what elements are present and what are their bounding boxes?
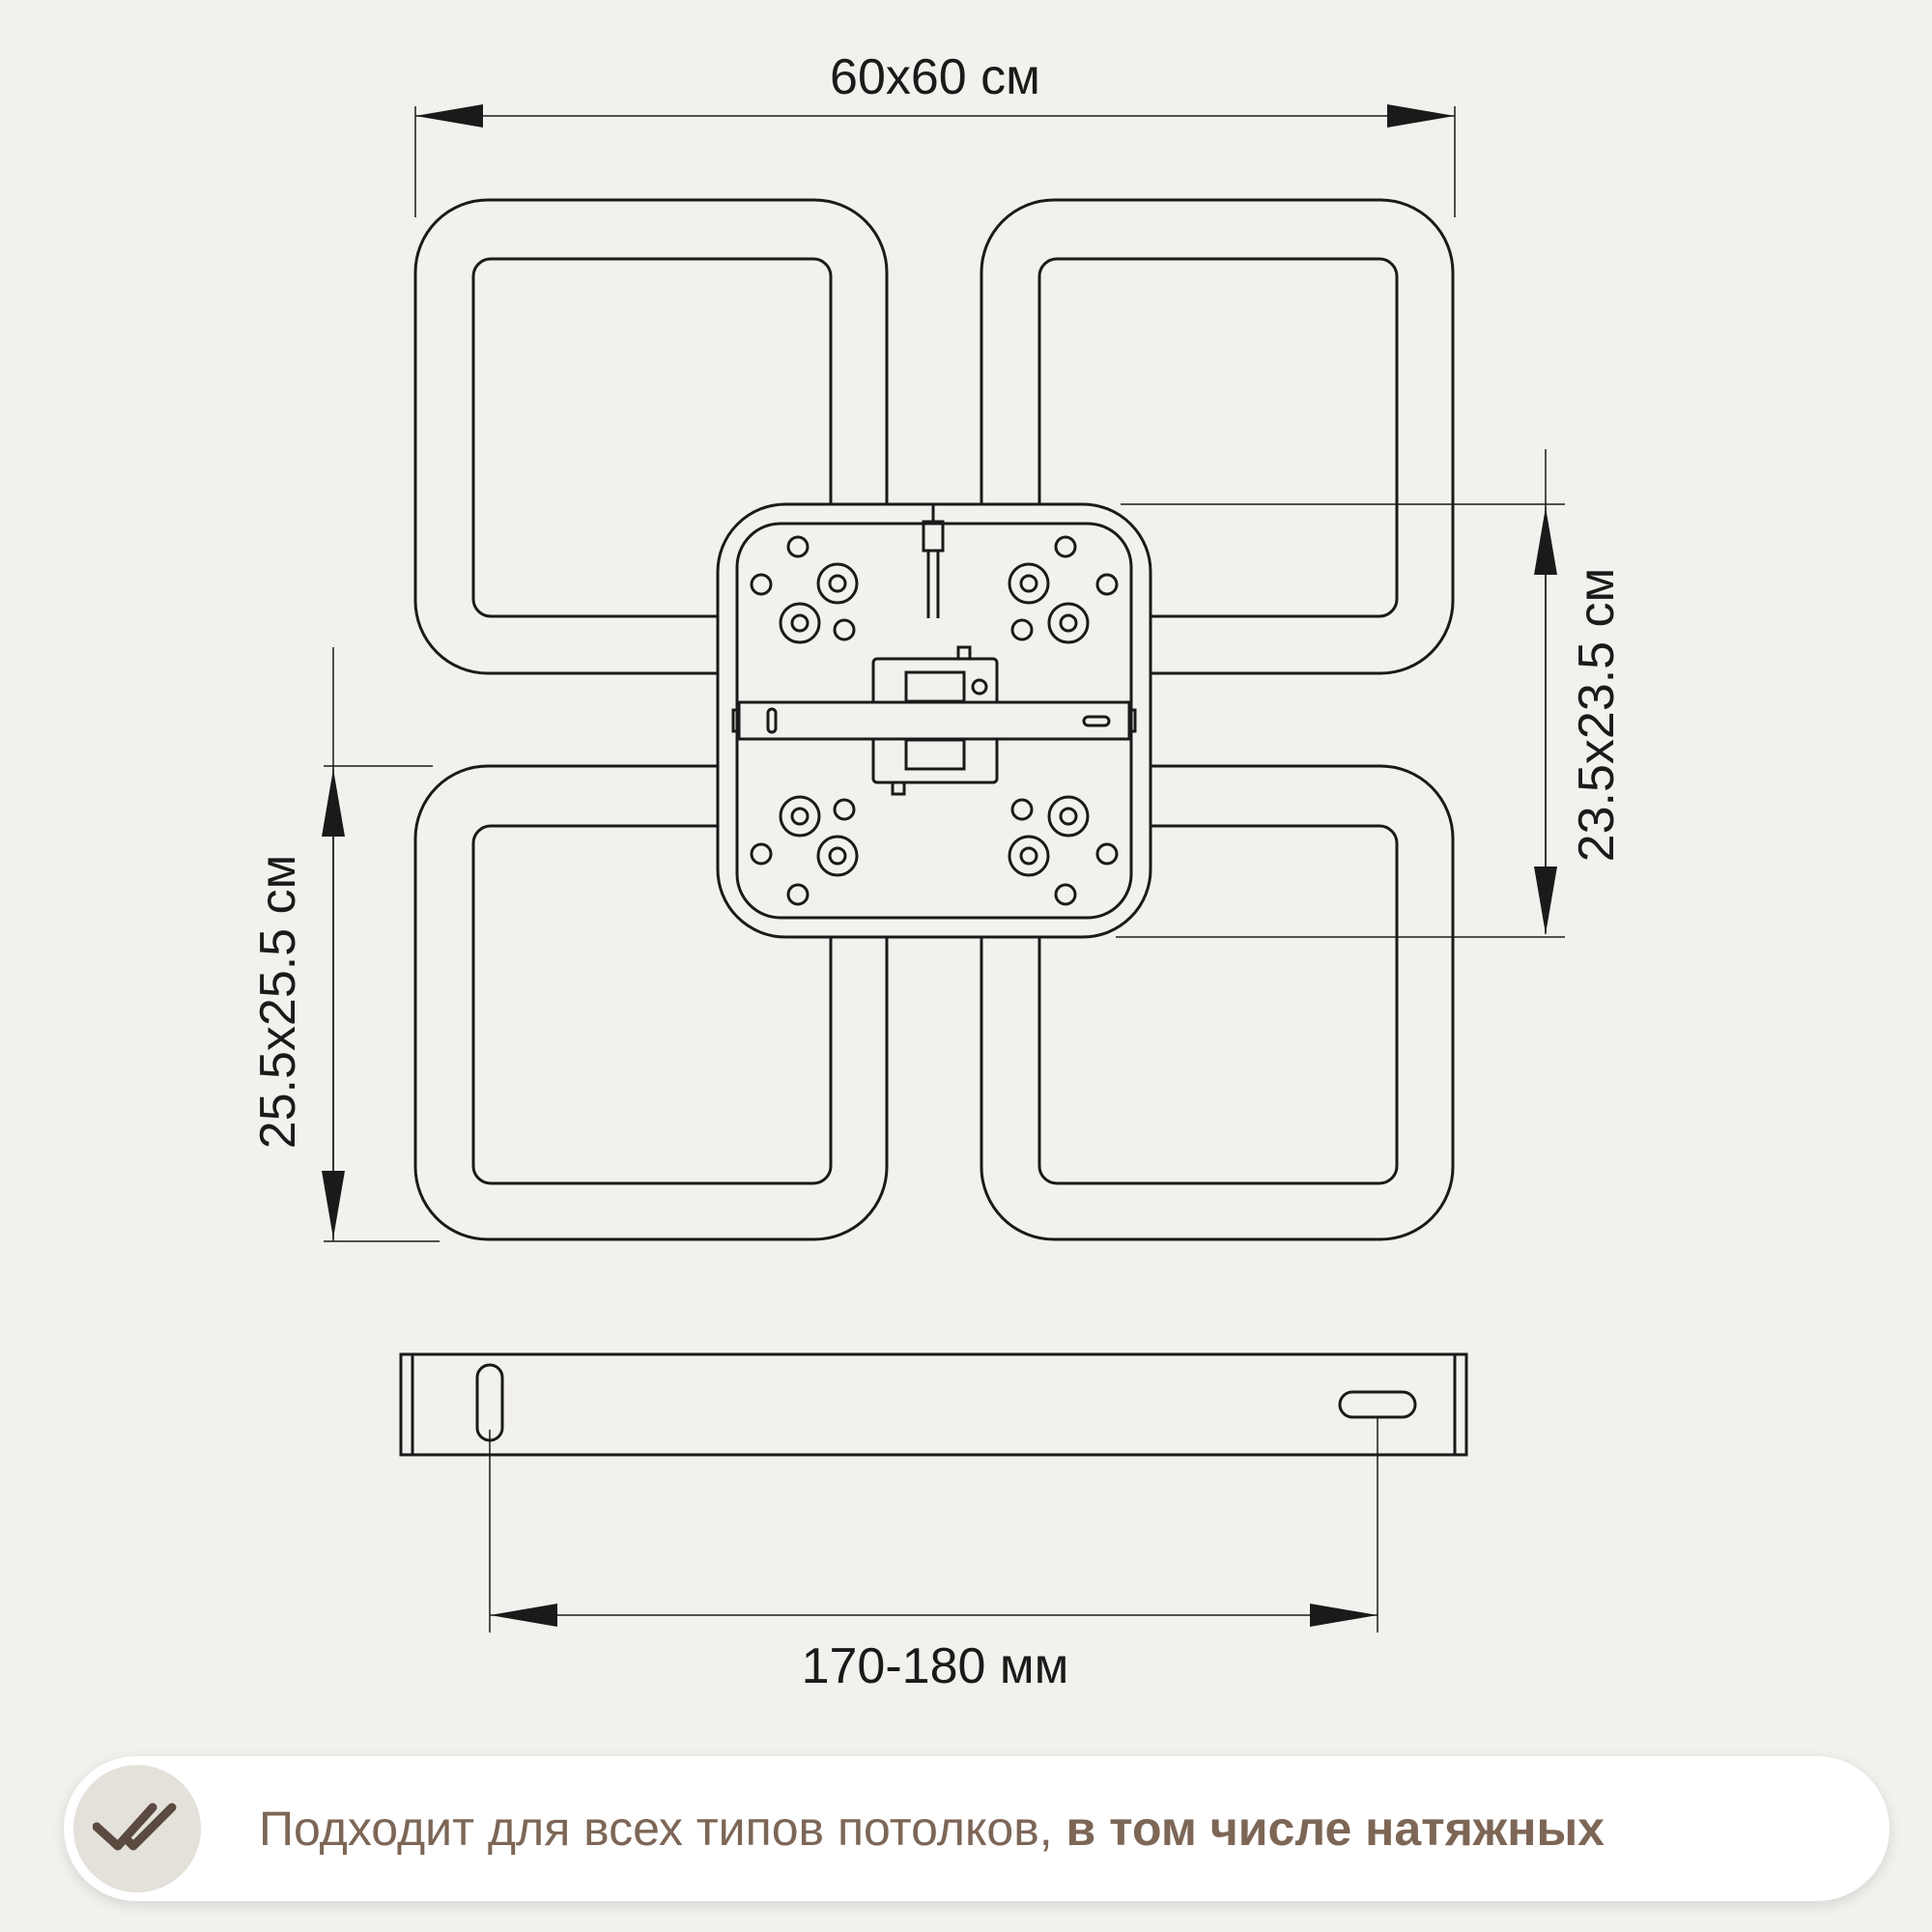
light-module-top-right [980,198,1455,675]
module-dimension-label: 25.5x25.5 см [250,855,306,1150]
ceiling-compatibility-banner: Подходит для всех типов потолков, в том … [64,1756,1889,1901]
base-dimension-label: 23.5x23.5 см [1569,568,1625,863]
light-module-bottom-right [980,764,1455,1241]
light-module-bottom-left [413,764,889,1241]
central-base-plate [716,502,1152,939]
banner-text-regular: Подходит для всех типов потолков, [259,1802,1066,1856]
banner-text: Подходит для всех типов потолков, в том … [259,1801,1605,1857]
badge [73,1765,201,1892]
overall-dimension-label: 60x60 см [830,49,1040,105]
mounting-dimension-label: 170-180 мм [802,1638,1069,1694]
light-module-top-left [413,198,889,675]
mounting-bar-side-view [399,1352,1468,1457]
double-check-icon [92,1800,182,1859]
banner-text-bold: в том числе натяжных [1065,1802,1605,1856]
